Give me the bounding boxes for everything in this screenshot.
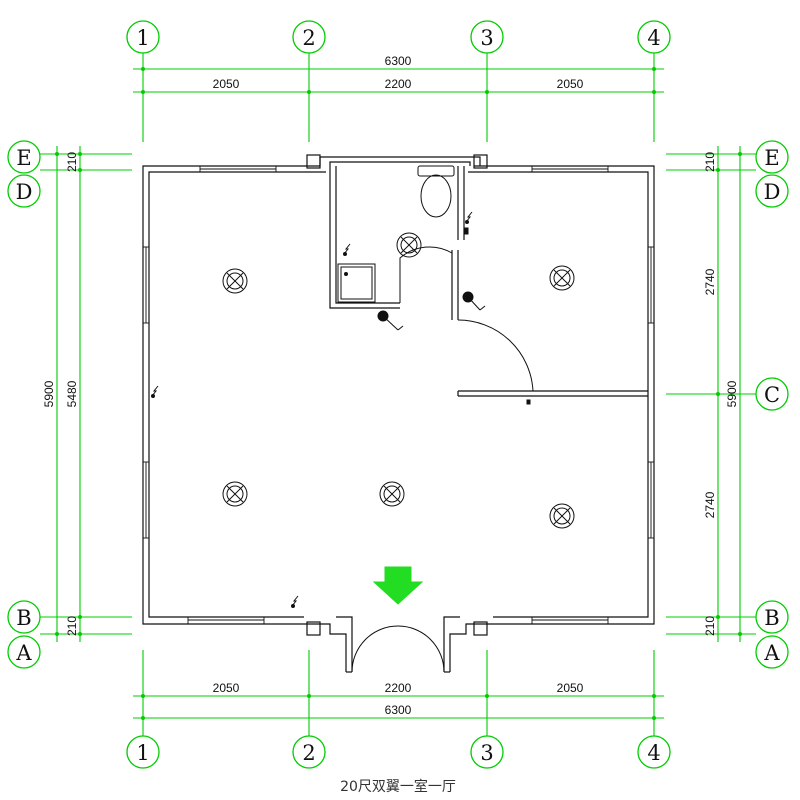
grid-label-row-e-right: E — [764, 146, 779, 170]
dimension-ticks — [55, 67, 742, 720]
grid-label-col-3-top: 3 — [480, 26, 493, 50]
dim-top-seg-2: 2200 — [385, 77, 412, 91]
ceiling-light-icon — [379, 481, 405, 507]
column-grid-bottom — [126, 735, 671, 769]
dim-left-top-small: 210 — [65, 152, 79, 172]
plan-caption: 20尺双翼一室一厅 — [340, 778, 456, 795]
dim-left-outer: 5900 — [42, 380, 56, 407]
grid-label-row-a-right: A — [763, 641, 780, 665]
toilet-icon — [417, 165, 455, 218]
grid-label-row-b-left: B — [16, 606, 31, 630]
column-grid-top — [126, 20, 671, 54]
dim-right-lower: 2740 — [703, 491, 717, 518]
row-grid-labels-right: E D C B A — [763, 146, 780, 665]
socket-icon — [377, 310, 404, 331]
grid-label-col-1-bottom: 1 — [136, 741, 149, 765]
entrance-arrow-icon — [372, 566, 424, 605]
grid-label-col-2-top: 2 — [302, 26, 315, 50]
grid-label-col-2-bottom: 2 — [302, 741, 315, 765]
windows — [142, 165, 655, 625]
dim-bottom-seg-1: 2050 — [213, 681, 240, 695]
column-grid-labels-bottom: 1 2 3 4 — [136, 741, 660, 765]
switch-icon — [291, 595, 299, 608]
electrical-symbols — [151, 211, 531, 608]
column-grid-labels-top: 1 2 3 4 — [136, 26, 660, 50]
grid-label-row-d-right: D — [764, 180, 781, 204]
dim-top-total: 6300 — [385, 54, 412, 68]
dim-top-seg-3: 2050 — [557, 77, 584, 91]
switch-icon — [463, 211, 473, 235]
dim-right-bottom-small: 210 — [703, 616, 717, 636]
ceiling-lights — [222, 232, 575, 529]
ceiling-light-icon — [222, 481, 248, 507]
ceiling-light-icon — [222, 268, 248, 294]
grid-label-col-4-top: 4 — [647, 26, 660, 50]
junction-marker-icon — [526, 399, 531, 405]
ceiling-light-icon — [396, 232, 422, 258]
dim-left-bottom-small: 210 — [65, 616, 79, 636]
row-grid-labels-left: E D B A — [15, 146, 32, 665]
dim-left-inner: 5480 — [65, 380, 79, 407]
dim-right-upper: 2740 — [703, 268, 717, 295]
dim-right-outer: 5900 — [725, 380, 739, 407]
socket-icon — [462, 291, 486, 311]
dim-top-seg-1: 2050 — [213, 77, 240, 91]
switch-icon — [343, 243, 351, 256]
dim-bottom-total: 6300 — [385, 703, 412, 717]
grid-label-row-b-right: B — [764, 606, 779, 630]
grid-label-row-a-left: A — [15, 641, 32, 665]
dim-right-top-small: 210 — [703, 152, 717, 172]
grid-label-row-c-right: C — [764, 383, 780, 407]
row-grid-left — [7, 140, 41, 669]
grid-label-col-1-top: 1 — [136, 26, 149, 50]
grid-label-col-3-bottom: 3 — [480, 741, 493, 765]
grid-label-row-d-left: D — [16, 180, 33, 204]
ceiling-light-icon — [549, 265, 575, 291]
ceiling-light-icon — [549, 503, 575, 529]
dim-bottom-seg-2: 2200 — [385, 681, 412, 695]
grid-label-col-4-bottom: 4 — [647, 741, 660, 765]
switch-icon — [151, 385, 159, 398]
shower-tray-icon — [337, 263, 376, 303]
grid-label-row-e-left: E — [16, 146, 31, 170]
dim-bottom-seg-3: 2050 — [557, 681, 584, 695]
